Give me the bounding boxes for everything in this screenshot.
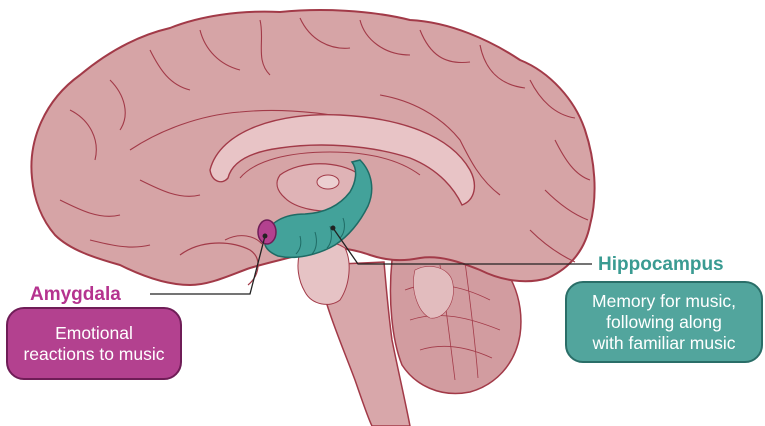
hippocampus-description-line: following along (606, 311, 722, 332)
hippocampus-leader-line (332, 227, 592, 265)
amygdala-leader-line (150, 235, 266, 295)
amygdala-structure (257, 219, 277, 245)
corpus-callosum (209, 113, 476, 206)
cerebrum (30, 9, 596, 287)
amygdala-description-line: reactions to music (23, 343, 165, 364)
hippocampus-label: Hippocampus (598, 254, 724, 275)
brainstem (317, 261, 411, 426)
amygdala-description-box: Emotional reactions to music (6, 307, 182, 380)
hippocampus-description-line: with familiar music (592, 332, 736, 353)
amygdala-label: Amygdala (30, 284, 121, 305)
hippocampus-description-line: Memory for music, (592, 290, 736, 311)
hippocampus-description-box: Memory for music, following along with f… (565, 281, 763, 363)
amygdala-description-line: Emotional (55, 322, 133, 343)
hippocampus-structure (263, 159, 373, 259)
